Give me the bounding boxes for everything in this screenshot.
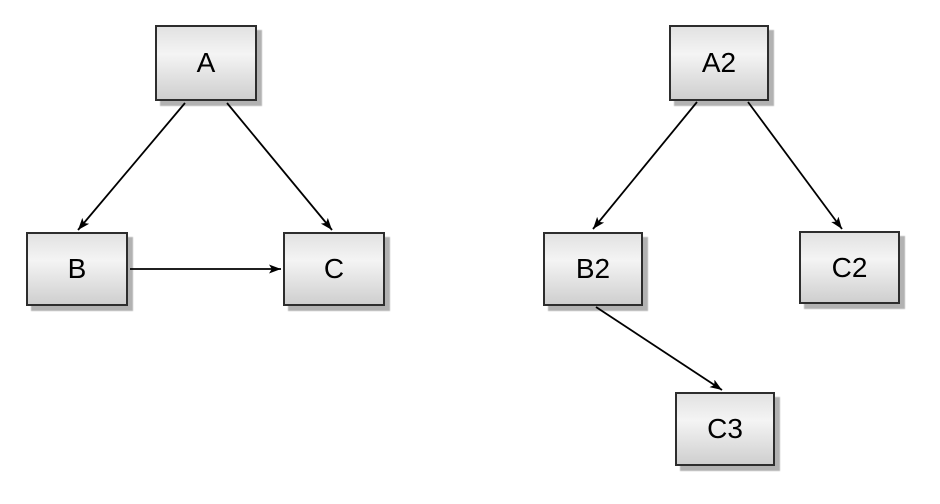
- node-label: C2: [831, 251, 868, 283]
- edges-group: [77, 101, 843, 391]
- node-label: C3: [707, 413, 743, 444]
- node-B: B: [26, 232, 128, 306]
- node-label: B: [67, 253, 87, 284]
- edge-A2-B2: [592, 101, 698, 230]
- node-label: B2: [575, 253, 611, 284]
- node-B2: B2: [543, 232, 643, 306]
- node-A: A: [155, 25, 257, 101]
- edge-A2-C2: [747, 101, 843, 230]
- node-label: C: [323, 253, 345, 284]
- node-C2: C2: [799, 231, 900, 304]
- edge-A-C: [226, 102, 333, 231]
- edge-B2-C3: [595, 306, 723, 391]
- node-label: A: [196, 47, 216, 78]
- node-C: C: [283, 232, 385, 306]
- node-label: A2: [701, 47, 737, 78]
- node-C3: C3: [675, 392, 775, 466]
- edge-A-B: [77, 102, 186, 231]
- node-A2: A2: [669, 25, 769, 101]
